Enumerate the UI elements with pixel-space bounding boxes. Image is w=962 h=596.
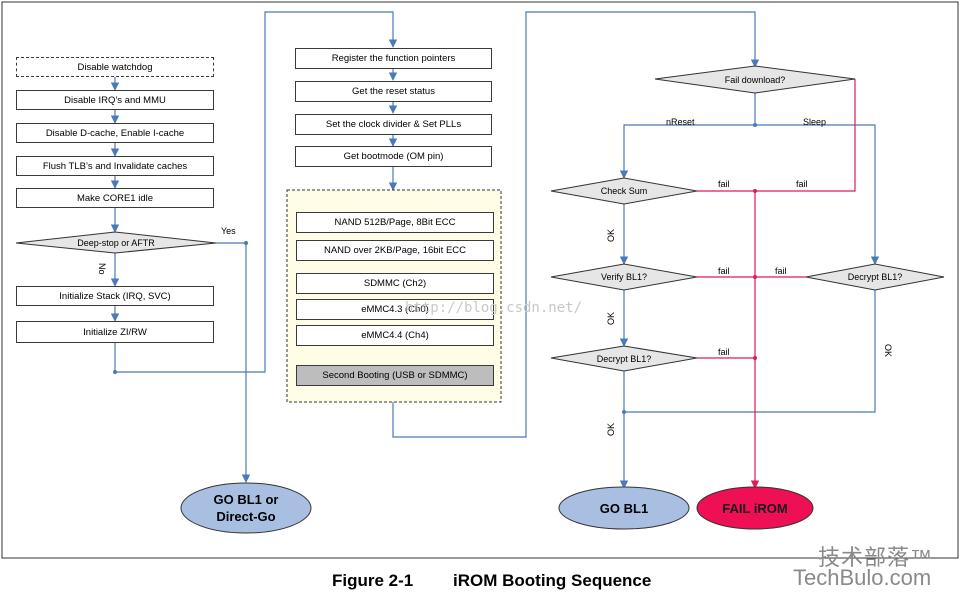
boot-emmc43: eMMC4.3 (Ch0) (296, 299, 494, 320)
verify-bl1-label: Verify BL1? (600, 272, 648, 282)
step-flush-tlb: Flush TLB’s and Invalidate caches (16, 156, 214, 176)
decrypt-bl1-left-label: Decrypt BL1? (596, 353, 652, 364)
ok-label-checksum: OK (606, 228, 616, 242)
figure-frame (1, 1, 959, 559)
fail-label-decrypt-right: fail (775, 266, 787, 276)
step-init-stack: Initialize Stack (IRQ, SVC) (16, 286, 214, 306)
deep-stop-diamond (15, 231, 217, 254)
fail-label-download: fail (796, 179, 808, 189)
step-reset-status: Get the reset status (295, 81, 492, 102)
step-disable-irq-mmu: Disable IRQ’s and MMU (16, 90, 214, 110)
boot-nand-512: NAND 512B/Page, 8Bit ECC (296, 212, 494, 233)
sleep-label: Sleep (803, 117, 827, 127)
right-connectors (619, 93, 880, 489)
decrypt-bl1-left-diamond (550, 345, 698, 372)
second-booting: Second Booting (USB or SDMMC) (296, 365, 494, 386)
step-clock-pll: Set the clock divider & Set PLLs (295, 114, 492, 135)
boot-nand-2kb: NAND over 2KB/Page, 16bit ECC (296, 240, 494, 261)
yes-label: Yes (221, 226, 236, 236)
ok-label-decrypt: OK (606, 422, 616, 436)
fail-irom-oval (696, 486, 814, 530)
step-disable-dcache: Disable D-cache, Enable I-cache (16, 123, 214, 143)
fail-connectors (697, 79, 856, 489)
go-bl1-direct-oval (180, 482, 312, 534)
diamond-shapes (15, 65, 945, 372)
middle-connectors (388, 11, 760, 438)
ok-label-verify: OK (606, 311, 616, 325)
step-register-fn: Register the function pointers (295, 48, 492, 69)
fail-irom-text: FAIL iROM (722, 500, 788, 516)
fail-label-decrypt-left: fail (718, 347, 730, 357)
step-core1-idle: Make CORE1 idle (16, 188, 214, 208)
no-label: No (97, 263, 107, 275)
fail-download-diamond (654, 65, 856, 94)
boot-emmc44: eMMC4.4 (Ch4) (296, 325, 494, 346)
step-init-zirw: Initialize ZI/RW (16, 321, 214, 343)
check-sum-label: Check Sum (600, 186, 648, 196)
fail-label-checksum: fail (718, 179, 730, 189)
go-bl1-direct-text: GO BL1 or Direct-Go (213, 492, 279, 524)
step-disable-watchdog: Disable watchdog (16, 57, 214, 77)
go-bl1-text: GO BL1 (599, 500, 649, 516)
fail-label-verify: fail (718, 266, 730, 276)
figure-title: iROM Booting Sequence (453, 571, 652, 590)
decrypt-bl1-right-label: Decrypt BL1? (847, 272, 903, 282)
fail-dots (753, 189, 757, 360)
go-bl1-oval (558, 486, 690, 530)
junction-dot (244, 241, 248, 245)
check-sum-diamond (550, 177, 698, 205)
deep-stop-label: Deep-stop or AFTR (77, 237, 155, 248)
step-bootmode: Get bootmode (OM pin) (295, 146, 492, 167)
figure-number: Figure 2-1 (332, 571, 414, 590)
fail-download-label: Fail download? (724, 74, 786, 85)
brand-watermark-en: TechBulo.com (793, 565, 932, 590)
brand-watermark-cn: 技术部落™ (818, 545, 934, 570)
watermark-url: http://blog.csdn.net/ (405, 300, 583, 316)
ok-label-decrypt-right: OK (883, 344, 893, 358)
boot-sdmmc: SDMMC (Ch2) (296, 273, 494, 294)
verify-bl1-diamond (550, 263, 698, 291)
nreset-label: nReset (666, 117, 695, 127)
junction-dot (113, 370, 117, 374)
decrypt-bl1-right-diamond (805, 263, 945, 291)
